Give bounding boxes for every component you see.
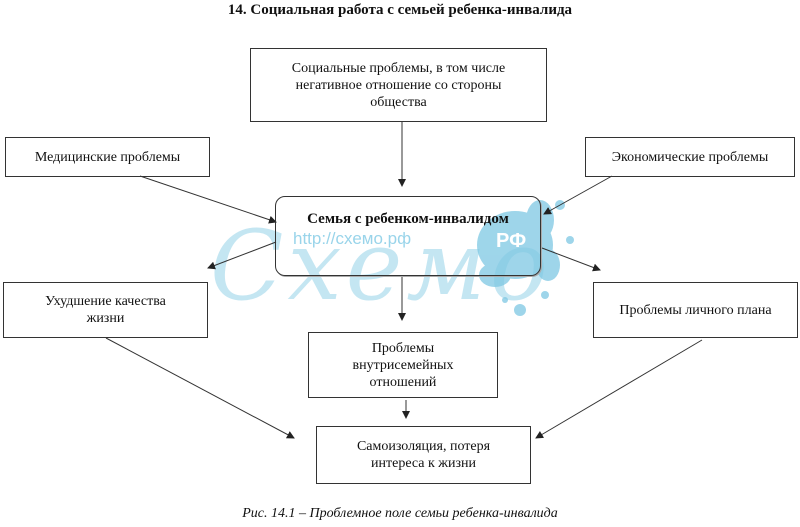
arrow-quality-to-isolation	[105, 337, 295, 439]
node-economic-problems: Экономические проблемы	[585, 137, 795, 177]
node-quality-of-life: Ухудшение качества жизни	[3, 282, 208, 338]
node-self-isolation: Самоизоляция, потеря интереса к жизни	[316, 426, 531, 484]
watermark-word: Схемо	[210, 210, 552, 322]
node-intrafamily-problems: Проблемы внутрисемейных отношений	[308, 332, 498, 398]
arrow-center-to-personal	[541, 247, 601, 272]
node-social-problems: Социальные проблемы, в том числе негатив…	[250, 48, 547, 122]
watermark-badge: РФ	[496, 230, 527, 252]
diagram-title: 14. Социальная работа с семьей ребенка-и…	[227, 2, 573, 18]
watermark-url: http://схемо.рф	[293, 229, 412, 248]
node-personal-problems: Проблемы личного плана	[593, 282, 798, 338]
node-family-center: Семья с ребенком-инвалидом	[275, 196, 541, 276]
arrow-economic-to-center	[543, 175, 613, 215]
figure-caption: Рис. 14.1 – Проблемное поле семьи ребенк…	[242, 506, 558, 521]
arrow-personal-to-isolation	[535, 339, 703, 439]
arrow-center-to-quality	[207, 241, 277, 270]
node-medical-problems: Медицинские проблемы	[5, 137, 210, 177]
arrow-medical-to-center	[139, 175, 277, 224]
